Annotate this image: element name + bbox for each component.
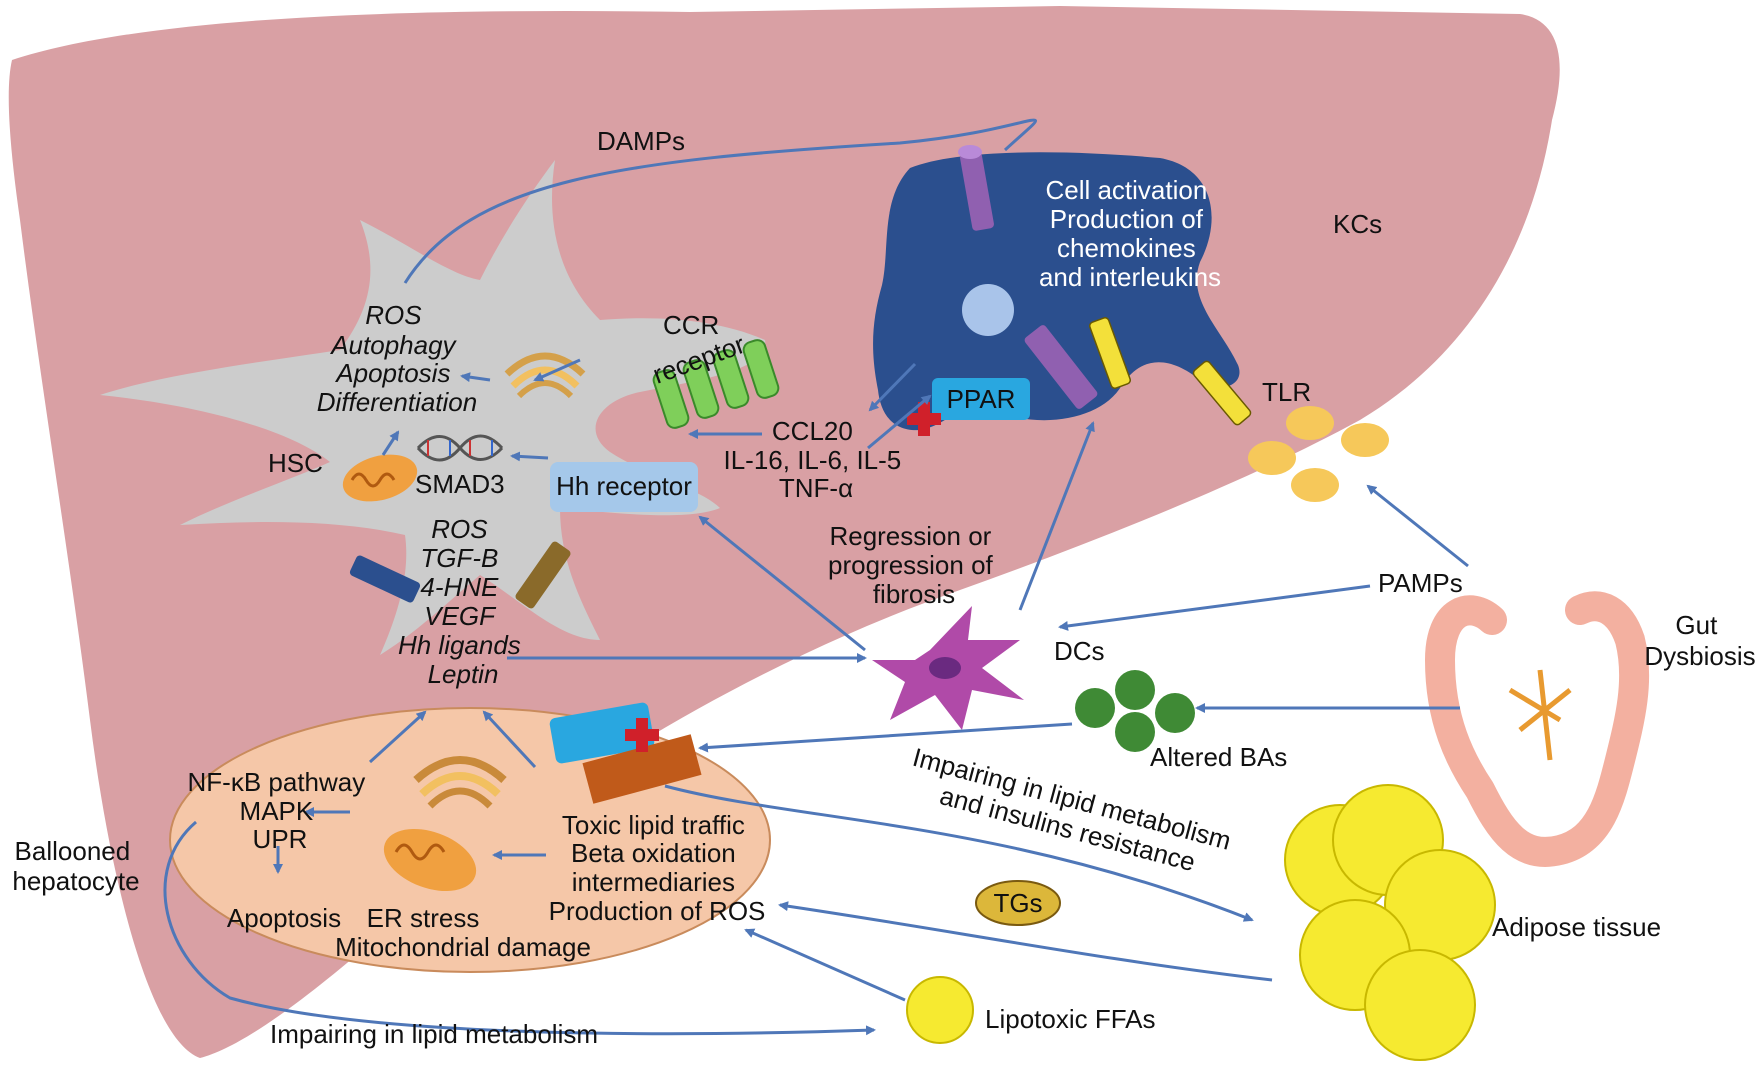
altered-bas-label: Altered BAs [1150,742,1287,772]
golgi-icon [504,352,586,399]
stellate-cell [100,160,766,655]
arrow [698,722,1073,753]
mediators-text: ROS TGF-B 4-HNE VEGF Hh ligands Leptin [398,514,528,689]
gut-dysbiosis-label: Gut Dysbiosis [1644,610,1755,671]
receptor-icon [349,555,421,603]
arrow [368,710,427,764]
apoptosis-label: Apoptosis [227,903,341,933]
receptor-bar [582,734,702,804]
damps-label: DAMPs [597,126,685,156]
arrow [744,928,906,1002]
hh-receptor-label: Hh receptor [556,471,692,501]
arrow [778,901,1273,982]
arrow [163,820,876,1036]
receptor-icon [1024,325,1098,409]
dc-nucleus [929,657,961,679]
receptor-icon [1192,360,1252,426]
arrow [460,372,491,383]
lipotoxic-ffa-droplet [906,976,974,1044]
bile-acid-icon [1075,670,1195,752]
arrow [533,358,581,382]
ccr-receptor-icon [652,339,780,429]
tgs-label: TGs [993,888,1042,918]
kc-nucleus [962,284,1014,336]
droplet-icon [1248,406,1389,502]
adipose-tissue-icon [1284,784,1496,1061]
impair-lipid-label: Impairing in lipid metabolism [270,1019,598,1049]
damps-arrow [403,118,1037,284]
inhibition-cross-icon [907,402,941,436]
adipose-label: Adipose tissue [1492,912,1661,942]
hsc-label: HSC [268,448,323,478]
mitochondria-icon [383,828,477,892]
golgi-icon [413,756,507,809]
dna-helix-icon [416,434,504,462]
smad3-label: SMAD3 [415,469,505,499]
arrow [1366,484,1469,568]
arrow [482,710,537,769]
fibrosis-text: Regression or progression of fibrosis [828,521,1000,609]
mito-damage-label: Mitochondrial damage [335,932,591,962]
arrow [1058,584,1371,631]
dcs-label: DCs [1054,636,1105,666]
receptor-icon [958,145,994,231]
lipotoxic-ffa-label: Lipotoxic FFAs [985,1004,1156,1034]
receptor-block [549,702,655,764]
ballooned-hepatocyte-label: Ballooned hepatocyte [12,836,139,896]
ppar-label: PPAR [947,384,1016,414]
gut-icon [1424,591,1650,867]
kc-activation-text: Cell activation Production of chemokines… [1039,175,1221,292]
arrow [867,394,932,450]
tlr-label: TLR [1262,377,1311,407]
arrow [664,784,1254,922]
hh-receptor-box [550,462,698,512]
receptor-icon [515,541,571,609]
arrow [698,515,866,652]
tgs-oval [975,880,1061,926]
arrow [381,430,400,456]
inhibition-cross-icon [625,718,659,752]
hsc-effects-text: ROS Autophagy Apoptosis Differentiation [317,300,477,417]
mitochondria-icon [342,454,418,502]
cytokines-text: CCL20 IL-16, IL-6, IL-5 TNF-α [724,416,909,503]
toxic-lipid-text: Toxic lipid traffic Beta oxidation inter… [549,810,766,926]
arrow [868,362,917,412]
receptor-icon [1089,317,1131,389]
er-stress-label: ER stress [367,903,480,933]
hepatocyte-pathways-text: NF-κB pathway MAPK UPR [188,767,373,854]
ppar-box [932,378,1030,420]
arrow [1018,421,1095,611]
kupffer-cell [873,152,1240,431]
kcs-label: KCs [1333,209,1382,239]
arrow [510,451,549,462]
ccr-receptor-label: CCR [663,310,719,340]
pamps-label: PAMPs [1378,568,1463,598]
